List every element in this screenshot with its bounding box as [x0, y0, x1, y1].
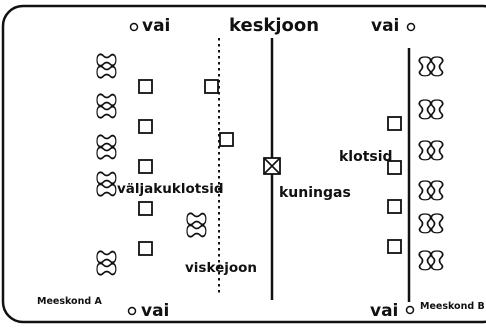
block [204, 79, 219, 94]
throw-line-label: viskejoon [185, 260, 257, 276]
bottom-right-stake: vai [370, 301, 415, 321]
team-a-label: Meeskond A [37, 296, 102, 307]
team-b-players [418, 56, 444, 271]
footprints-icon [96, 250, 117, 276]
footprints-icon [418, 250, 444, 271]
center-line-label: keskjoon [229, 15, 319, 36]
block [387, 116, 402, 131]
block [387, 199, 402, 214]
footprints-icon [418, 56, 444, 77]
stake-icon [405, 305, 415, 315]
field-blocks [204, 79, 234, 147]
footprints-icon [96, 171, 117, 197]
footprints-icon [418, 180, 444, 201]
vai-label: vai [370, 301, 398, 321]
block [138, 241, 153, 256]
team-a-players [96, 53, 117, 276]
team-b-label: Meeskond B [420, 301, 485, 312]
field-player [186, 212, 207, 238]
field-border [1, 4, 486, 324]
blocks-left-label: väljakuklotsid [117, 181, 224, 197]
top-left-stake: vai [129, 16, 170, 36]
stake-icon [127, 306, 137, 316]
footprints-icon [186, 212, 207, 238]
blocks-right-label: klotsid [339, 149, 393, 165]
block [138, 119, 153, 134]
footprints-icon [96, 53, 117, 79]
footprints-icon [96, 93, 117, 119]
block [387, 239, 402, 254]
footprints-icon [418, 140, 444, 161]
bottom-left-stake: vai [127, 301, 169, 321]
stake-icon [129, 22, 139, 32]
stake-icon [406, 22, 416, 32]
king-label: kuningas [279, 185, 351, 201]
block [138, 201, 153, 216]
block [387, 160, 402, 175]
vai-label: vai [141, 301, 169, 321]
team-b-blocks [387, 116, 402, 254]
block [219, 132, 234, 147]
vai-label: vai [371, 16, 399, 36]
team-a-blocks [138, 79, 153, 256]
vai-label: vai [142, 16, 170, 36]
block [138, 79, 153, 94]
footprints-icon [418, 213, 444, 234]
top-right-stake: vai [371, 16, 416, 36]
king-block [263, 157, 281, 175]
footprints-icon [96, 134, 117, 160]
footprints-icon [418, 99, 444, 120]
block [138, 159, 153, 174]
